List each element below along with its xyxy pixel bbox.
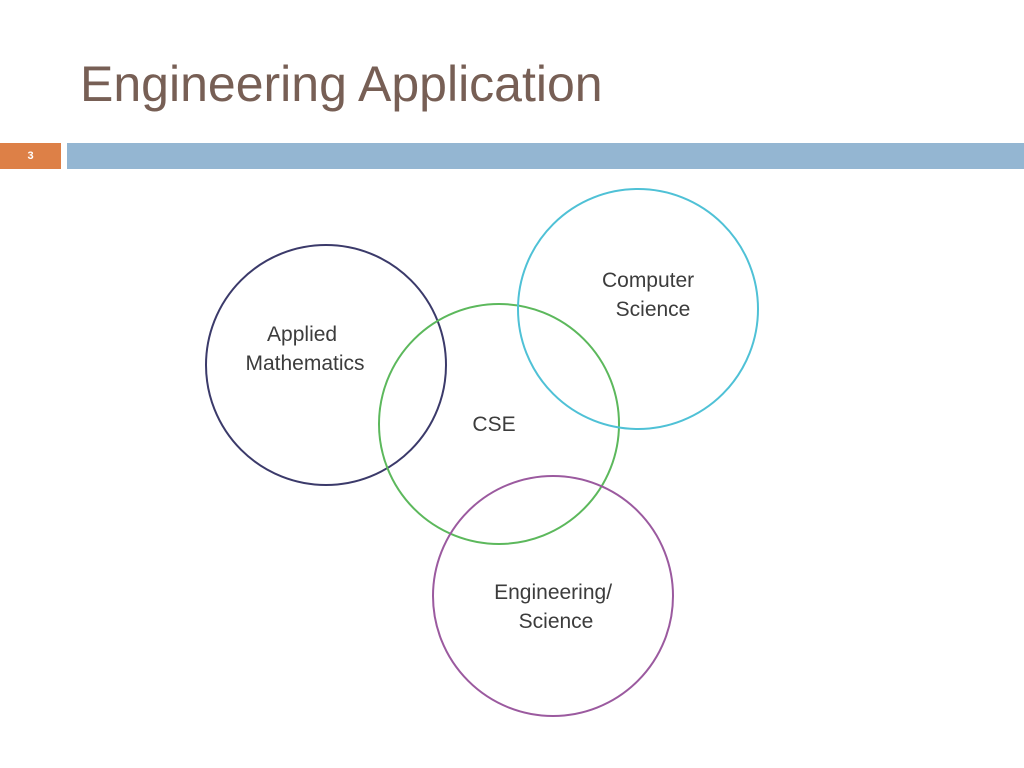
header-band: 3	[0, 143, 1024, 169]
label-computer-science: Computer Science	[602, 269, 700, 321]
label-engineering-science: Engineering/ Science	[494, 581, 618, 633]
slide-title: Engineering Application	[80, 56, 603, 112]
label-line: Mathematics	[245, 352, 364, 375]
circle-group-applied-mathematics: Applied Mathematics	[205, 244, 447, 486]
label-line: Computer	[602, 269, 694, 292]
page-number-badge: 3	[0, 143, 61, 169]
label-applied-mathematics: Applied Mathematics	[245, 323, 364, 375]
label-cse: CSE	[472, 413, 515, 436]
label-line: Science	[519, 610, 594, 633]
header-rule-bar	[67, 143, 1024, 169]
label-line: CSE	[472, 413, 515, 436]
circle-engineering-science	[432, 475, 674, 717]
label-line: Science	[616, 298, 691, 321]
circle-applied-mathematics	[205, 244, 447, 486]
circle-group-cse: CSE	[378, 303, 620, 545]
circle-computer-science	[517, 188, 759, 430]
label-line: Engineering/	[494, 581, 612, 604]
circle-cse	[378, 303, 620, 545]
circle-group-engineering-science: Engineering/ Science	[432, 475, 674, 717]
circle-group-computer-science: Computer Science	[517, 188, 759, 430]
label-line: Applied	[267, 323, 337, 346]
